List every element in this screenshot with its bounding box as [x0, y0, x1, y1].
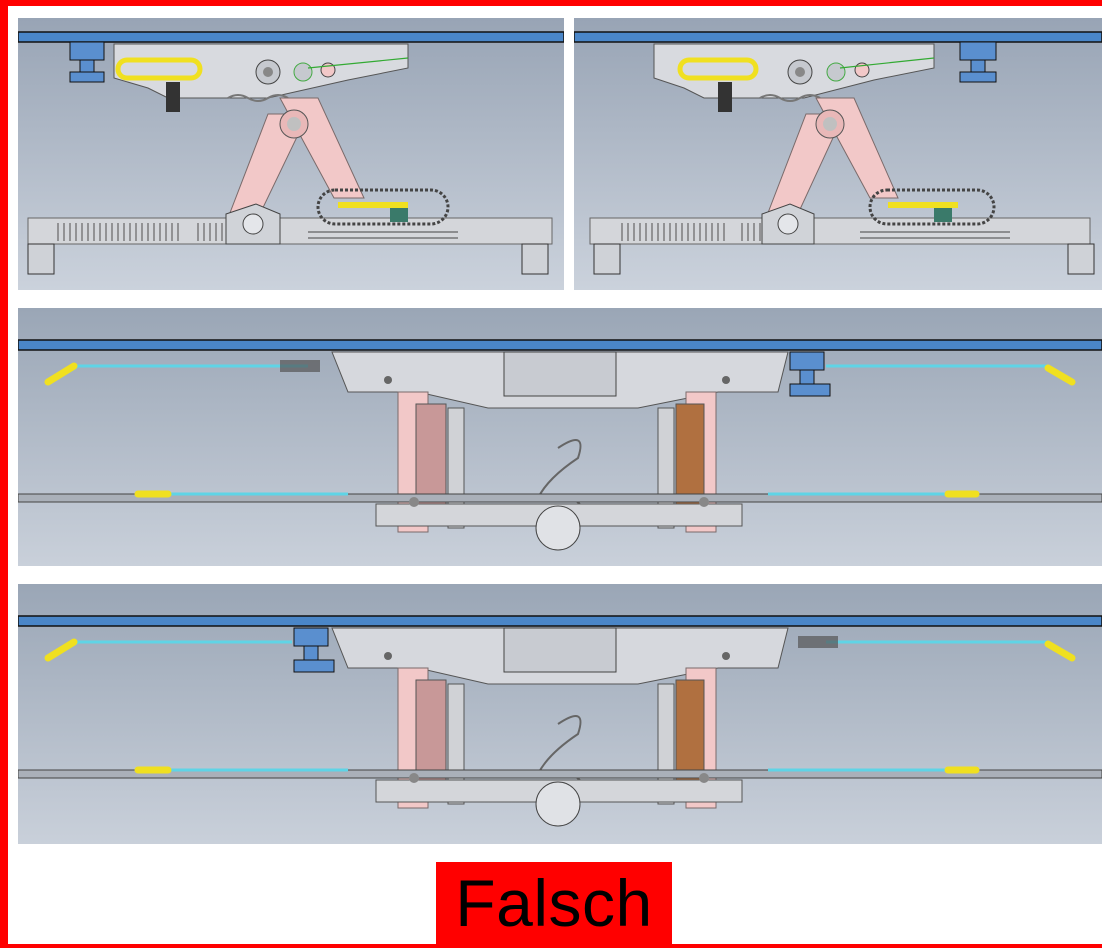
rail-bar — [18, 31, 564, 43]
rail-bar — [18, 615, 1102, 627]
stop-block — [789, 351, 831, 397]
front-view-panel-lower — [18, 584, 1102, 844]
side-view-panel-left — [18, 18, 564, 290]
stop-block — [293, 627, 335, 673]
rail-bar — [574, 31, 1102, 43]
center-wheel — [535, 505, 581, 551]
verdict-label: Falsch — [455, 866, 653, 940]
handle — [115, 57, 203, 81]
stop-block — [959, 41, 997, 83]
front-view-panel-upper — [18, 308, 1102, 566]
side-view-panel-right — [574, 18, 1102, 290]
stop-block — [69, 41, 105, 83]
verdict-label-box: Falsch — [436, 862, 672, 944]
rail-bar — [18, 339, 1102, 351]
center-wheel — [535, 781, 581, 827]
handle — [677, 57, 759, 81]
